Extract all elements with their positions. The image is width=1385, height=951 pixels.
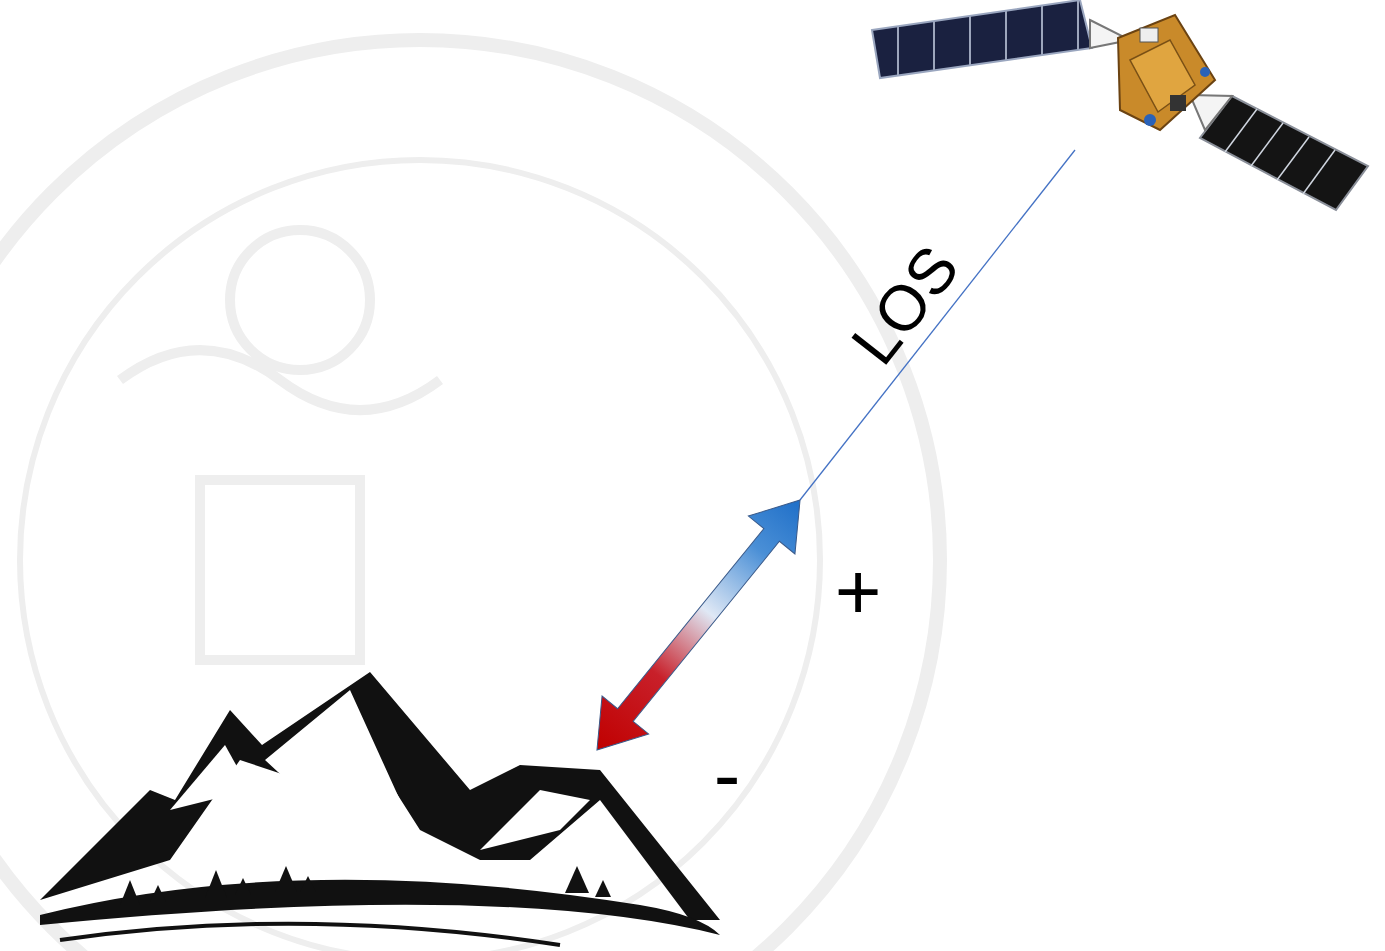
minus-sign: - [714,735,741,815]
mountains [40,672,720,945]
double-arrow [574,481,824,769]
satellite [872,0,1368,210]
los-label: LOS [840,235,969,375]
plus-sign: + [835,552,882,632]
watermark-seal [0,40,940,951]
los-line [800,150,1075,500]
